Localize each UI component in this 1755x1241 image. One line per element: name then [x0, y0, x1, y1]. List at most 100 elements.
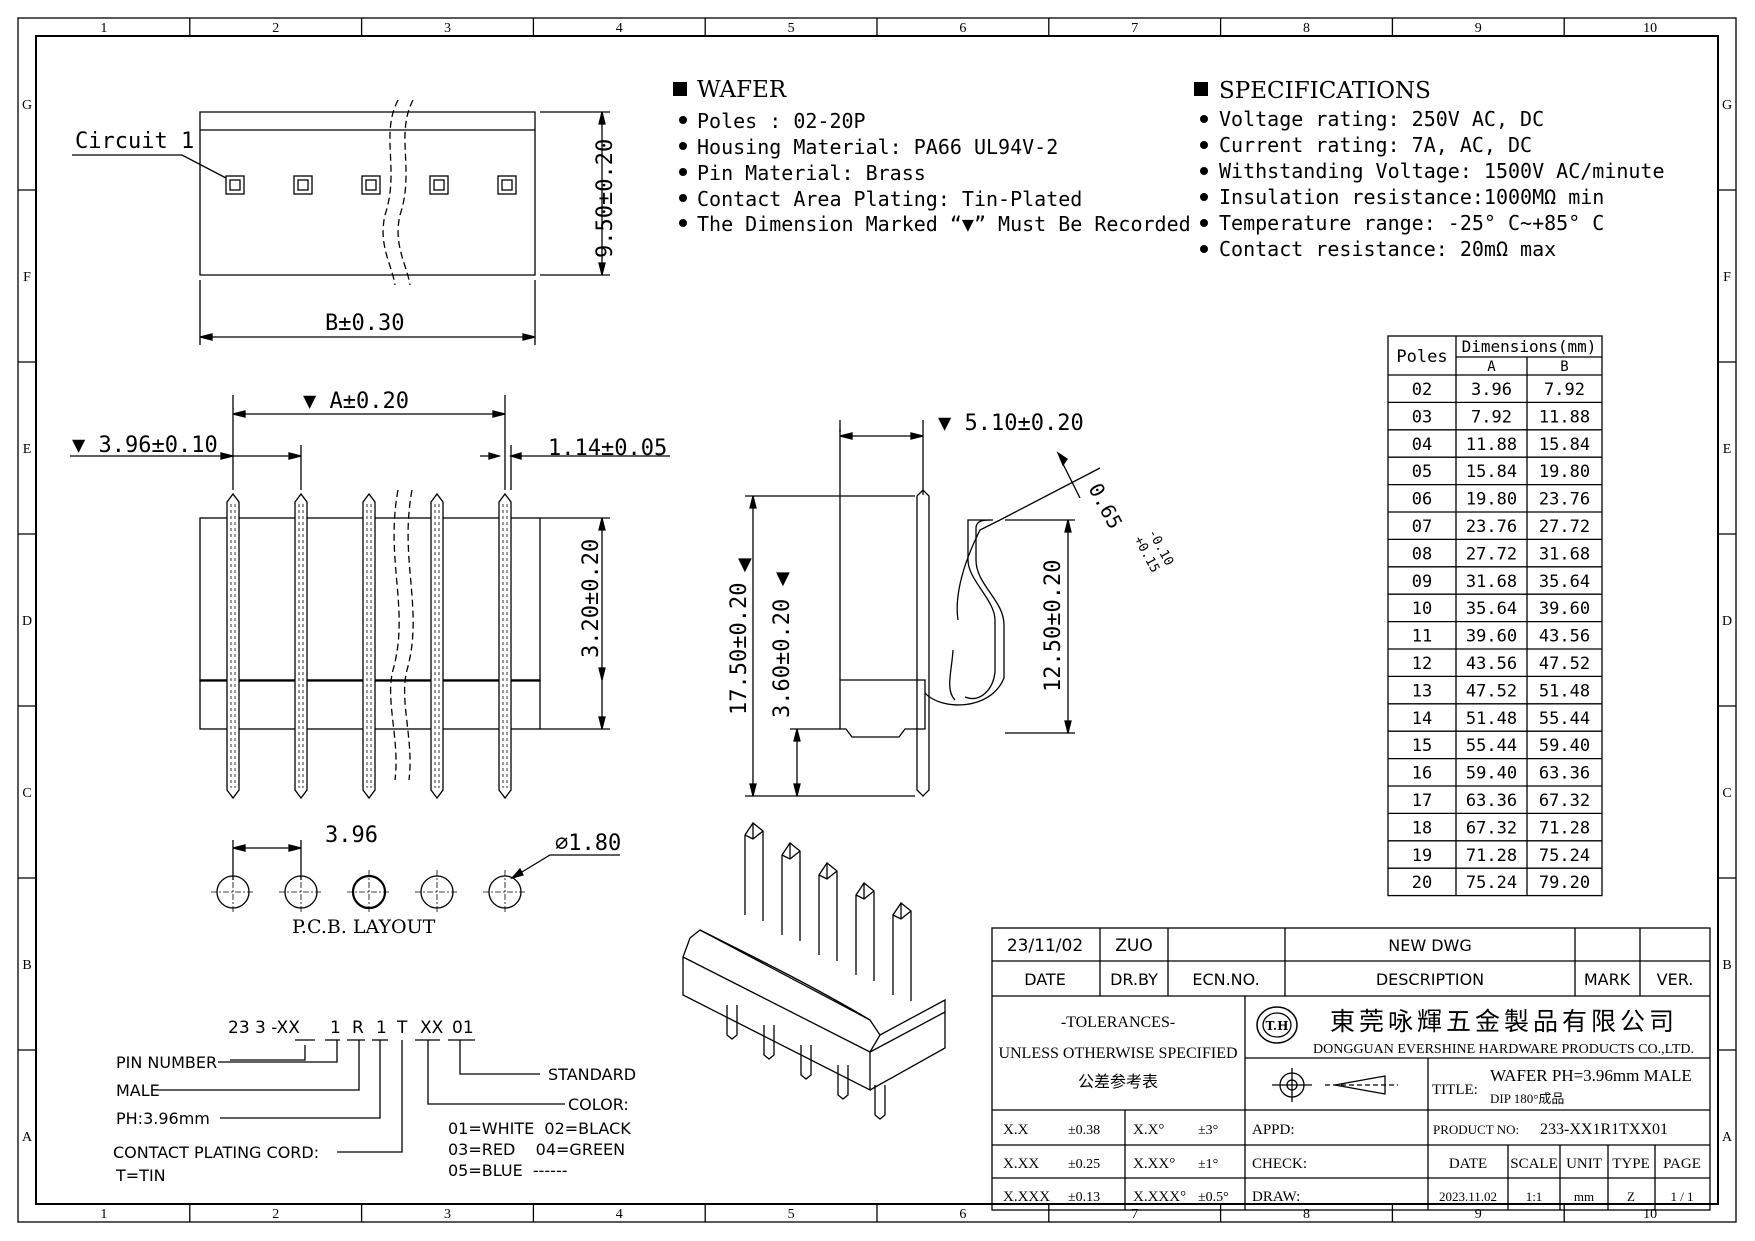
- header-type: TYPE: [1612, 1156, 1650, 1172]
- pin-width-dimension: 1.14±0.05: [548, 436, 667, 461]
- lower-height-dimension: 3.60±0.20: [770, 599, 795, 718]
- table-a-cell: 47.52: [1466, 681, 1517, 701]
- table-b-cell: 63.36: [1539, 764, 1590, 784]
- company-name-cn: 東莞咏輝五金製品有限公司: [1330, 1007, 1678, 1036]
- top-view: [72, 99, 610, 345]
- dim-table-frame: [1387, 335, 1603, 897]
- zone-col-label-bottom: 10: [1643, 1207, 1657, 1222]
- zone-col-label-top: 2: [272, 21, 279, 36]
- table-poles-cell: 14: [1412, 709, 1432, 729]
- rev-description: NEW DWG: [1388, 936, 1472, 955]
- table-poles-cell: 09: [1412, 572, 1432, 592]
- header-date: DATE: [1024, 970, 1066, 989]
- header-ver: VER.: [1657, 970, 1694, 989]
- spec-item-3: Withstanding Voltage: 1500V AC/minute: [1219, 159, 1665, 183]
- zone-row-label-left: A: [22, 1130, 33, 1145]
- table-poles-cell: 07: [1412, 517, 1432, 537]
- color-label: COLOR:: [568, 1095, 629, 1114]
- spec-item-4: Insulation resistance:1000MΩ min: [1219, 185, 1604, 209]
- table-b-cell: 43.56: [1539, 627, 1590, 647]
- table-poles-cell: 17: [1412, 791, 1432, 811]
- zone-row-label-right: F: [1723, 270, 1731, 285]
- zone-col-label-bottom: 7: [1131, 1207, 1138, 1222]
- front-pin: [498, 492, 512, 800]
- company-logo: T.H: [1266, 1019, 1289, 1033]
- code-part-2: 1: [330, 1018, 341, 1038]
- table-a-cell: 43.56: [1466, 654, 1517, 674]
- bullets: [673, 82, 1208, 253]
- table-a-cell: 7.92: [1471, 407, 1512, 427]
- table-b-cell: 31.68: [1539, 544, 1590, 564]
- pin-thickness-dimension: 0.65: [1084, 479, 1128, 533]
- table-b-cell: 51.48: [1539, 681, 1590, 701]
- code-part-5: T: [396, 1018, 408, 1038]
- table-b-cell: 19.80: [1539, 462, 1590, 482]
- tol-1-label: X.X: [1003, 1122, 1029, 1138]
- text-layer: Circuit 1 B±0.30 9.50±0.20 ▼ A±0.20 ▼ 3.…: [72, 77, 1701, 1205]
- table-b-cell: 11.88: [1539, 407, 1590, 427]
- zone-col-label-bottom: 2: [272, 1207, 279, 1222]
- value-date: 2023.11.02: [1439, 1189, 1497, 1204]
- table-a-cell: 27.72: [1466, 544, 1517, 564]
- plating-label: CONTACT PLATING CORD:: [113, 1143, 319, 1162]
- zone-row-label-right: A: [1722, 1130, 1733, 1145]
- tol-2-angle-label: X.XX°: [1133, 1156, 1175, 1172]
- table-a-cell: 71.28: [1466, 846, 1517, 866]
- value-scale: 1:1: [1526, 1189, 1543, 1204]
- value-unit: mm: [1574, 1189, 1594, 1204]
- table-b-cell: 71.28: [1539, 818, 1590, 838]
- table-a-cell: 39.60: [1466, 627, 1517, 647]
- zone-col-label-top: 3: [444, 21, 451, 36]
- table-b-cell: 75.24: [1539, 846, 1590, 866]
- tol-2-angle-value: ±1°: [1198, 1157, 1218, 1172]
- table-a-cell: 67.32: [1466, 818, 1517, 838]
- table-b-cell: 7.92: [1544, 380, 1585, 400]
- zone-col-label-top: 8: [1303, 21, 1310, 36]
- table-b-cell: 79.20: [1539, 873, 1590, 893]
- wafer-item-5: The Dimension Marked “▼” Must Be Recorde…: [697, 212, 1191, 236]
- table-a-cell: 31.68: [1466, 572, 1517, 592]
- drawing-subtitle: DIP 180°成品: [1490, 1091, 1564, 1106]
- standard-label: STANDARD: [548, 1065, 636, 1084]
- code-part-1: 23 3 -XX: [228, 1018, 300, 1038]
- hole-diameter: ⌀1.80: [555, 831, 621, 856]
- rev-drawn-by: ZUO: [1115, 936, 1152, 956]
- iso-pin-lower: [874, 1085, 886, 1120]
- header-unit: UNIT: [1566, 1156, 1602, 1172]
- tolerances-cn: 公差参考表: [1078, 1072, 1158, 1091]
- zone-row-label-left: B: [22, 958, 31, 973]
- table-poles-cell: 15: [1412, 736, 1432, 756]
- table-poles-cell: 02: [1412, 380, 1432, 400]
- col-a-header: A: [1487, 359, 1496, 375]
- table-b-cell: 39.60: [1539, 599, 1590, 619]
- header-drby: DR.BY: [1110, 970, 1158, 989]
- wafer-title: WAFER: [697, 77, 787, 103]
- zone-col-label-bottom: 3: [444, 1207, 451, 1222]
- b-dimension: B±0.30: [325, 311, 404, 336]
- header-ecn: ECN.NO.: [1192, 970, 1259, 989]
- front-pin: [294, 492, 308, 800]
- poles-header: Poles: [1396, 347, 1447, 367]
- table-poles-cell: 12: [1412, 654, 1432, 674]
- wafer-item-1: Poles : 02-20P: [697, 109, 866, 133]
- value-page: 1 / 1: [1670, 1189, 1693, 1204]
- wafer-item-4: Contact Area Plating: Tin-Plated: [697, 187, 1082, 211]
- product-no: 233-XX1R1TXX01: [1540, 1121, 1668, 1138]
- code-part-7: 01: [452, 1018, 474, 1038]
- zone-row-label-left: F: [23, 270, 31, 285]
- zone-row-label-right: G: [1722, 98, 1732, 113]
- zone-row-label-right: E: [1723, 442, 1732, 457]
- zone-col-label-top: 4: [616, 21, 623, 36]
- table-a-cell: 63.36: [1466, 791, 1517, 811]
- table-a-cell: 75.24: [1466, 873, 1517, 893]
- header-description: DESCRIPTION: [1376, 970, 1484, 989]
- front-pin: [362, 492, 376, 800]
- value-type: Z: [1627, 1189, 1635, 1204]
- table-b-cell: 67.32: [1539, 791, 1590, 811]
- code-part-6: XX: [420, 1018, 444, 1038]
- dim-table-grid: [1387, 335, 1603, 897]
- zone-row-label-left: E: [23, 442, 32, 457]
- draw-label: DRAW:: [1252, 1189, 1300, 1205]
- zone-col-label-top: 7: [1131, 21, 1138, 36]
